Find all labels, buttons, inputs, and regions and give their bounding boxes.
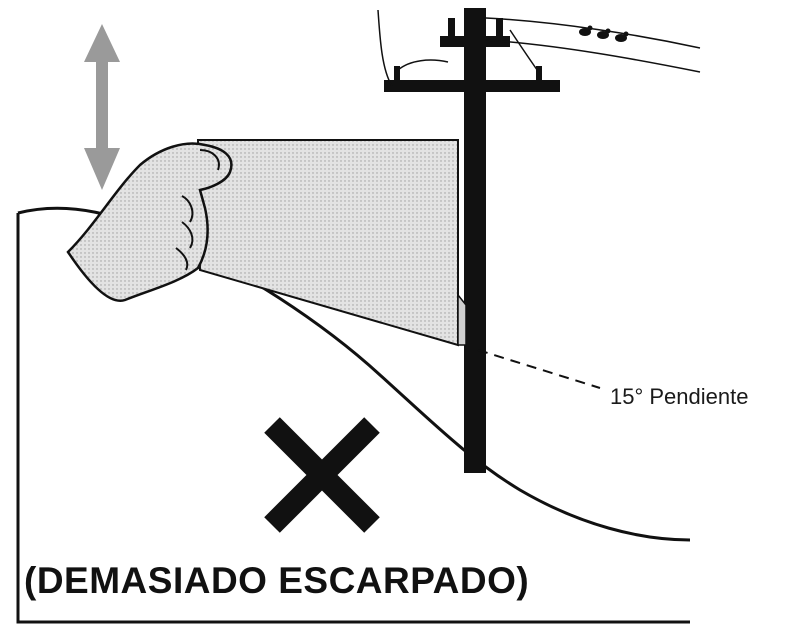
utility-pole <box>384 8 560 473</box>
antenna-box <box>196 139 467 347</box>
x-mark-icon <box>264 417 380 533</box>
caption-label: (DEMASIADO ESCARPADO) <box>24 560 530 601</box>
slope-label: 15° Pendiente <box>610 384 749 409</box>
power-lines <box>377 9 701 87</box>
double-vertical-arrow-icon <box>84 24 120 190</box>
birds-on-wire <box>579 25 629 42</box>
slope-indicator-line <box>477 349 601 389</box>
hand <box>66 142 233 303</box>
